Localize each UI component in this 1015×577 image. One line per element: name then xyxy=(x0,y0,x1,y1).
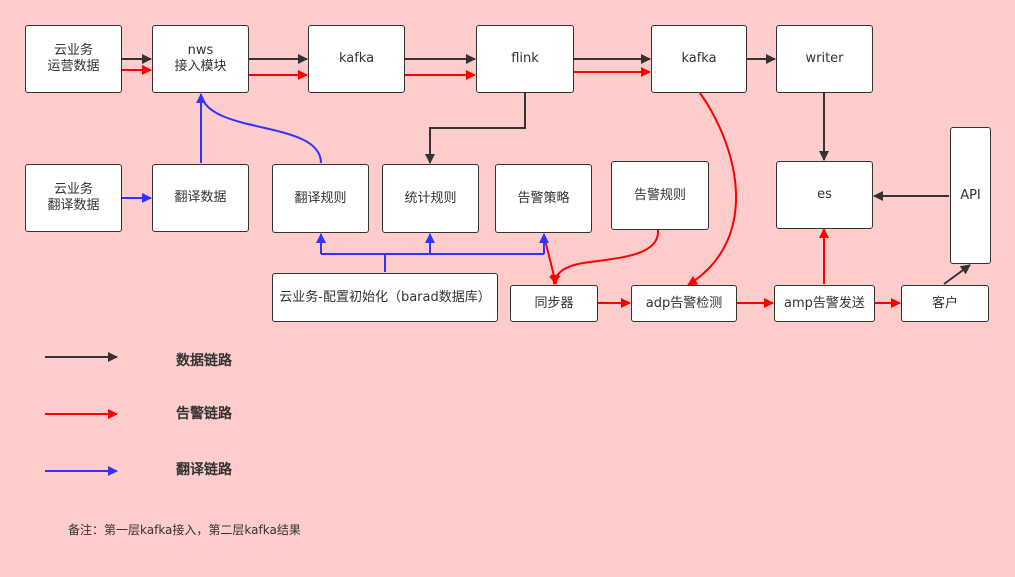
node-kafka-result: kafka xyxy=(651,25,747,93)
legend-data-link: 数据链路 xyxy=(176,353,232,369)
edge-alert-rules-to-sync xyxy=(550,229,660,285)
node-cloud-translate-data: 云业务 翻译数据 xyxy=(25,164,122,232)
node-kafka-ingest: kafka xyxy=(308,25,405,93)
node-amp-alert-send: amp告警发送 xyxy=(774,285,875,322)
node-flink: flink xyxy=(476,25,574,93)
edge-alert-kafka2-to-adp xyxy=(687,92,737,286)
edge-flink-to-statrules xyxy=(425,93,526,164)
node-synchronizer: 同步器 xyxy=(510,285,598,322)
node-customer: 客户 xyxy=(901,285,989,322)
node-api: API xyxy=(950,127,991,264)
node-writer: writer xyxy=(776,25,873,93)
legend-alert-link: 告警链路 xyxy=(176,406,232,422)
edge-translate-config-trunk xyxy=(321,253,544,272)
node-alert-policy: 告警策略 xyxy=(495,164,592,233)
node-translate-data: 翻译数据 xyxy=(152,164,249,232)
edge-translate-rules-to-nws xyxy=(200,94,322,164)
legend-translate-link: 翻译链路 xyxy=(176,462,232,478)
node-alert-rules: 告警规则 xyxy=(611,161,709,230)
node-nws-access: nws 接入模块 xyxy=(152,25,249,93)
node-adp-alert-detect: adp告警检测 xyxy=(631,285,737,322)
node-stat-rules: 统计规则 xyxy=(382,164,479,233)
note-text: 备注：第一层kafka接入，第二层kafka结果 xyxy=(68,523,301,537)
node-translate-rules: 翻译规则 xyxy=(272,164,369,233)
node-config-init: 云业务-配置初始化（barad数据库） xyxy=(272,273,498,322)
edge-customer-to-api xyxy=(943,264,971,285)
node-cloud-ops-data: 云业务 运营数据 xyxy=(25,25,122,93)
node-es: es xyxy=(776,161,873,229)
edge-alert-policy-to-sync xyxy=(543,235,559,285)
